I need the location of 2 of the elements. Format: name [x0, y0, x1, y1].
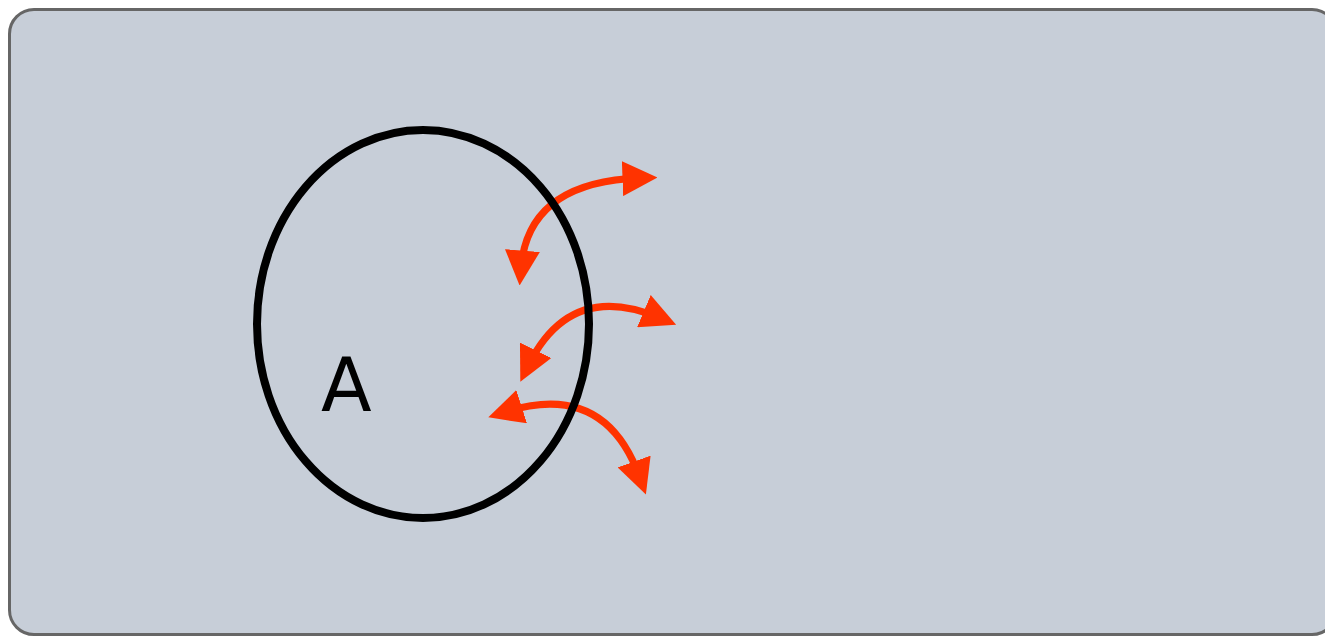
region-label: A [321, 348, 372, 422]
region-ellipse [253, 126, 593, 522]
